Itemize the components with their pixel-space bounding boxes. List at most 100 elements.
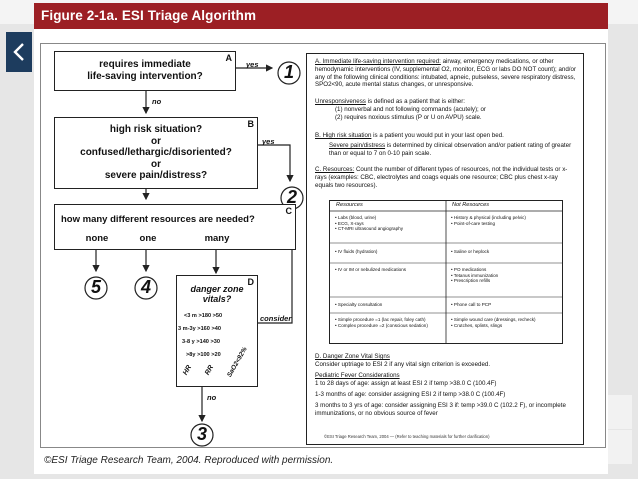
note-unresponsive-2: (2) requires noxious stimulus (P or U on… bbox=[335, 114, 482, 121]
box-d-line2: vitals? bbox=[202, 294, 232, 304]
resource-cell: • Simple procedure =1 (lac repair, foley… bbox=[335, 317, 428, 328]
note-b-heading: B. High risk situation bbox=[315, 132, 372, 139]
chevron-left-icon bbox=[13, 43, 24, 61]
vital-rr-1: >50 bbox=[212, 313, 223, 319]
vital-age-3: 3-8 y bbox=[182, 339, 195, 345]
box-c-question: how many different resources are needed? bbox=[61, 214, 255, 225]
figure-header: Figure 2-1a. ESI Triage Algorithm bbox=[34, 3, 608, 29]
box-b-question: high risk situation? or confused/letharg… bbox=[55, 124, 257, 182]
yes-label-b: yes bbox=[262, 137, 275, 146]
slide-control-button[interactable] bbox=[606, 430, 632, 464]
next-slide-button[interactable] bbox=[606, 395, 632, 429]
note-b-body: is a patient you would put in your last … bbox=[373, 132, 504, 139]
note-d-heading: D. Danger Zone Vital Signs bbox=[315, 353, 390, 360]
decision-box-b: B high risk situation? or confused/letha… bbox=[54, 117, 258, 189]
esi-level-1: 1 bbox=[283, 62, 294, 82]
yes-label-a: yes bbox=[246, 60, 259, 69]
box-b-line5: severe pain/distress? bbox=[104, 170, 208, 181]
resources-table-grid bbox=[330, 201, 562, 343]
note-c: C. Resources: Count the number of differ… bbox=[315, 166, 577, 189]
box-b-line2: or bbox=[151, 135, 161, 147]
note-a: A. Immediate life-saving intervention re… bbox=[315, 58, 577, 89]
box-b-line3: confused/lethargic/disoriented? bbox=[80, 147, 232, 158]
figure-frame bbox=[40, 43, 606, 448]
box-d-question: danger zone vitals? bbox=[177, 284, 257, 304]
note-a-body: airway, emergency medications, or other … bbox=[315, 58, 577, 89]
note-fever-2: 1-3 months of age: consider assigning ES… bbox=[315, 391, 506, 398]
decision-box-c: C how many different resources are neede… bbox=[54, 204, 296, 250]
box-d-line1: danger zone bbox=[190, 284, 244, 294]
not-resource-cell: • Phone call to PCP bbox=[451, 302, 492, 307]
not-resource-cell: • Saline or heplock bbox=[451, 249, 490, 254]
resource-cell: • Labs (blood, urine) • ECG, X-rays • CT… bbox=[335, 215, 403, 232]
note-c-heading: C. Resources: bbox=[315, 166, 355, 173]
box-c-many: many bbox=[204, 233, 230, 244]
note-unresp-heading: Unresponsiveness bbox=[315, 98, 366, 105]
resource-cell: • IV or IM or nebulized medications bbox=[335, 267, 407, 272]
esi-level-3: 3 bbox=[196, 424, 207, 444]
not-resource-cell: • Simple wound care (dressings, recheck)… bbox=[451, 317, 536, 328]
note-unresponsive-1: (1) nonverbal and not following commands… bbox=[335, 106, 486, 113]
vital-hr-4: >100 bbox=[197, 352, 210, 358]
vital-row-3: 3-8 y >140 >30 bbox=[182, 339, 220, 345]
note-fever-1: 1 to 28 days of age: assign at least ESI… bbox=[315, 380, 497, 387]
vital-age-2: 3 m-3y bbox=[178, 326, 196, 332]
vital-hr-3: >140 bbox=[196, 339, 209, 345]
decision-box-a: A requires immediate life-saving interve… bbox=[54, 51, 236, 91]
esi-level-4: 4 bbox=[140, 277, 151, 297]
resource-cell: • Specialty consultation bbox=[335, 302, 383, 307]
decision-box-d: D danger zone vitals? bbox=[176, 275, 258, 387]
note-severe-body: is determined by clinical observation an… bbox=[329, 142, 572, 157]
vital-rr-4: >20 bbox=[211, 352, 221, 358]
box-b-letter: B bbox=[247, 119, 255, 129]
figure-footer: ©ESI Triage Research Team, 2004. Reprodu… bbox=[44, 455, 334, 466]
previous-slide-button[interactable] bbox=[6, 32, 32, 72]
no-label-d: no bbox=[207, 393, 217, 402]
figure-title: Figure 2-1a. ESI Triage Algorithm bbox=[41, 8, 257, 23]
note-unresponsive: Unresponsiveness is defined as a patient… bbox=[315, 98, 577, 106]
not-resources-col-header: Not Resources bbox=[452, 202, 489, 208]
copyright-small: ©ESI Triage Research Team, 2004 — (Refer… bbox=[324, 434, 490, 439]
note-fever-heading-text: Pediatric Fever Considerations bbox=[315, 372, 400, 379]
note-b: B. High risk situation is a patient you … bbox=[315, 132, 577, 140]
vital-row-1: <3 m >180 >50 bbox=[184, 313, 222, 319]
note-d: D. Danger Zone Vital Signs bbox=[315, 353, 577, 361]
vital-hr-1: >180 bbox=[198, 313, 212, 319]
box-a-question: requires immediate life-saving intervent… bbox=[55, 59, 235, 82]
esi-level-2: 2 bbox=[286, 187, 297, 207]
box-c-none: none bbox=[85, 233, 109, 244]
resources-col-header: Resources bbox=[336, 202, 363, 208]
notes-panel: A. Immediate life-saving intervention re… bbox=[306, 53, 584, 445]
vital-row-2: 3 m-3y >160 >40 bbox=[178, 326, 221, 332]
esi-level-5: 5 bbox=[90, 277, 101, 297]
note-fever-heading: Pediatric Fever Considerations bbox=[315, 372, 577, 380]
box-d-letter: D bbox=[247, 277, 255, 287]
not-resource-cell: • PO medications • Tetanus immunization … bbox=[451, 267, 499, 284]
box-a-line2: life-saving intervention? bbox=[87, 70, 203, 82]
resources-table: Resources Not Resources • Labs (blood, u… bbox=[329, 200, 563, 344]
not-resource-cell: • History & physical (including pelvic) … bbox=[451, 215, 526, 226]
box-c-letter: C bbox=[285, 206, 293, 216]
vital-hr-2: >160 bbox=[197, 326, 210, 332]
note-unresp-body: is defined as a patient that is either: bbox=[367, 98, 465, 105]
vital-age-4: >8y bbox=[186, 352, 196, 358]
box-c-one: one bbox=[139, 233, 157, 244]
esi-figure: Figure 2-1a. ESI Triage Algorithm bbox=[34, 3, 608, 474]
note-severe-heading: Severe pain/distress bbox=[329, 142, 386, 149]
note-c-body: Count the number of different types of r… bbox=[315, 166, 568, 189]
vital-rr-3: >30 bbox=[210, 339, 220, 345]
consider-label: consider bbox=[260, 314, 292, 323]
note-d-body: Consider uptriage to ESI 2 if any vital … bbox=[315, 361, 491, 368]
no-label-a: no bbox=[152, 97, 162, 106]
box-a-line1: requires immediate bbox=[99, 59, 191, 70]
vital-row-4: >8y >100 >20 bbox=[186, 352, 221, 358]
resource-cell: • IV fluids (hydration) bbox=[335, 249, 378, 254]
note-a-heading: A. Immediate life-saving intervention re… bbox=[315, 58, 441, 65]
note-fever-3: 3 months to 3 yrs of age: consider assig… bbox=[315, 402, 566, 417]
vital-age-1: <3 m bbox=[184, 313, 197, 319]
vital-rr-2: >40 bbox=[211, 326, 221, 332]
box-a-letter: A bbox=[225, 53, 233, 63]
box-b-line1: high risk situation? bbox=[109, 124, 203, 135]
box-b-line4: or bbox=[151, 158, 161, 170]
note-severe: Severe pain/distress is determined by cl… bbox=[329, 142, 577, 158]
